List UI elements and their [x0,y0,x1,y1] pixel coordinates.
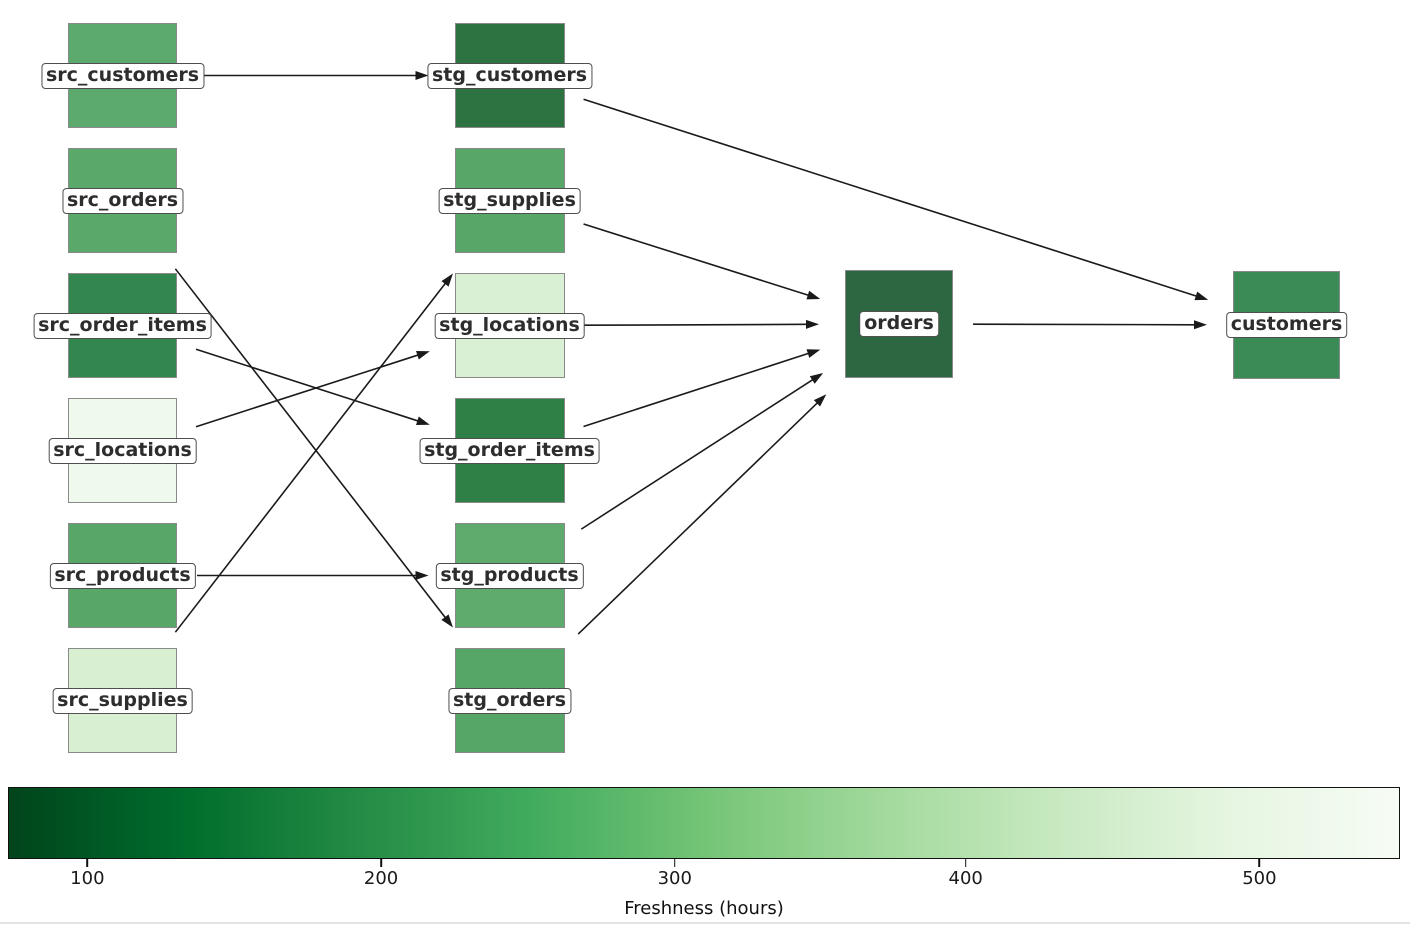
colorbar-tick-label: 200 [363,868,399,889]
colorbar-tick-label: 300 [657,868,692,889]
node-label-stg_customers: stg_customers [426,62,593,89]
node-label-stg_supplies: stg_supplies [438,187,581,214]
node-label-stg_products: stg_products [435,562,584,589]
colorbar-tick-label: 100 [70,868,105,889]
node-label-src_products: src_products [49,562,196,589]
colorbar-axis-label: Freshness (hours) [624,898,784,919]
node-label-src_customers: src_customers [40,62,205,89]
node-label-src_supplies: src_supplies [52,687,193,714]
colorbar-tick [380,859,382,867]
colorbar-tick-label: 500 [1242,868,1277,889]
node-label-customers: customers [1225,312,1348,338]
colorbar-tick [673,859,676,867]
colorbar-tick-label: 400 [948,868,983,889]
colorbar-tick [1258,859,1261,867]
node-label-stg_order_items: stg_order_items [419,437,600,464]
colorbar-tick [964,859,967,867]
node-label-orders: orders [859,311,939,337]
figure-bottom-border [0,922,1410,924]
node-label-src_orders: src_orders [61,187,184,214]
node-label-src_locations: src_locations [48,437,197,464]
node-label-src_order_items: src_order_items [33,312,212,339]
node-label-stg_orders: stg_orders [447,687,572,714]
colorbar-gradient [8,787,1400,859]
colorbar-tick [86,859,89,867]
node-label-stg_locations: stg_locations [434,312,585,339]
